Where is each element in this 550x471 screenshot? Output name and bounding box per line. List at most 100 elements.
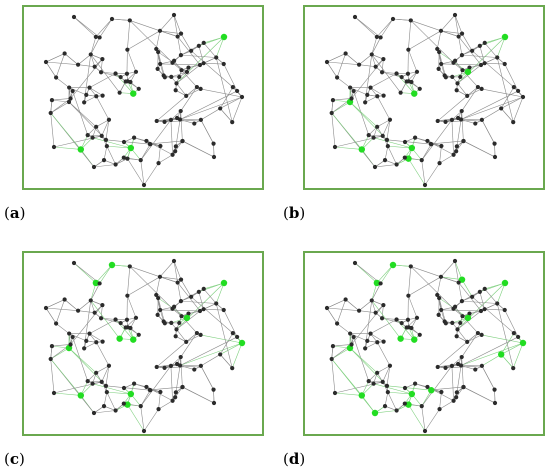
graph-edge: [371, 54, 401, 93]
graph-edge: [377, 119, 391, 128]
graph-edge: [408, 404, 426, 432]
graph-node: [405, 71, 411, 76]
graph-edge: [500, 86, 515, 109]
graph-edge: [160, 309, 201, 312]
graph-edge: [440, 276, 459, 283]
graph-node: [192, 367, 197, 372]
graph-node: [381, 302, 386, 308]
graph-edge: [451, 356, 462, 367]
graph-edge: [198, 45, 204, 64]
graph-edge: [90, 54, 120, 93]
graph-node: [324, 59, 330, 65]
graph-edge: [439, 400, 454, 410]
graph-edge: [421, 406, 426, 432]
graph-edge: [127, 276, 161, 296]
graph-node: [67, 331, 72, 336]
graph-node: [94, 340, 99, 345]
graph-edge: [350, 87, 368, 96]
graph-node: [103, 137, 109, 142]
graph-node: [399, 74, 404, 80]
graph-node: [382, 404, 388, 409]
graph-node: [154, 292, 159, 298]
graph-edge: [89, 87, 103, 96]
graph-edge: [143, 408, 159, 432]
graph-edge: [140, 390, 151, 407]
graph-node: [82, 346, 87, 351]
graph-node: [443, 75, 448, 80]
graph-edge: [72, 90, 88, 136]
graph-node: [373, 310, 378, 315]
graph-node: [177, 117, 183, 122]
graph-node: [49, 344, 55, 349]
graph-edge: [460, 90, 519, 120]
graph-edge: [170, 110, 181, 121]
graph-node: [100, 339, 105, 344]
graph-node: [156, 295, 161, 301]
graph-edge: [439, 154, 454, 164]
graph-edge: [182, 386, 215, 404]
graph-node: [141, 182, 147, 188]
graph-node: [371, 135, 376, 140]
graph-edge: [481, 119, 495, 144]
highlighted-node: [464, 68, 472, 76]
graph-edge: [200, 119, 214, 144]
graph-edge: [87, 380, 102, 383]
graph-edge: [159, 14, 175, 32]
graph-node: [178, 277, 184, 282]
graph-edge: [180, 54, 217, 58]
graph-node: [435, 364, 440, 370]
graph-node: [132, 135, 137, 140]
graph-node: [390, 16, 396, 22]
network-graph-d: [324, 258, 527, 434]
graph-node: [138, 158, 143, 163]
highlighted-node: [458, 276, 466, 283]
graph-node: [178, 108, 183, 114]
graph-edge: [441, 63, 482, 66]
graph-edge: [331, 347, 351, 360]
graph-node: [511, 331, 516, 336]
graph-edge: [408, 20, 412, 50]
graph-edge: [103, 392, 108, 407]
graph-node: [196, 43, 201, 48]
highlighted-node: [373, 279, 381, 287]
graph-edge: [421, 144, 432, 161]
network-graph-a: [43, 12, 245, 188]
graph-edge: [158, 145, 161, 164]
graph-edge: [180, 33, 192, 51]
graph-node: [436, 312, 441, 317]
graph-edge: [380, 264, 394, 284]
graph-node: [332, 390, 338, 396]
graph-node: [118, 74, 123, 80]
graph-edge: [73, 16, 97, 38]
graph-node: [459, 31, 465, 36]
graph-node: [470, 48, 475, 53]
graph-node: [452, 304, 458, 309]
graph-edge: [512, 96, 524, 123]
caption-b: (b): [283, 204, 306, 222]
graph-node: [109, 16, 115, 22]
graph-edge: [368, 380, 383, 383]
graph-edge: [454, 14, 463, 34]
graph-edge: [127, 20, 131, 50]
graph-edge: [461, 300, 498, 304]
graph-edge: [436, 30, 442, 50]
graph-node: [439, 61, 444, 67]
graph-node: [214, 301, 219, 306]
graph-node: [435, 118, 440, 124]
graph-edge: [440, 276, 463, 280]
graph-edge: [140, 160, 145, 186]
graph-edge: [408, 276, 442, 296]
graph-edge: [73, 262, 97, 284]
graph-edge: [87, 134, 102, 137]
graph-edge: [171, 71, 188, 78]
graph-node: [221, 61, 226, 67]
graph-edge: [155, 30, 161, 50]
graph-node: [162, 321, 167, 326]
graph-edge: [349, 101, 388, 141]
graph-node: [406, 293, 411, 298]
graph-node: [201, 40, 206, 46]
graph-edge: [99, 264, 113, 284]
highlighted-node: [408, 144, 416, 152]
graph-node: [479, 86, 484, 92]
graph-node: [180, 384, 185, 390]
